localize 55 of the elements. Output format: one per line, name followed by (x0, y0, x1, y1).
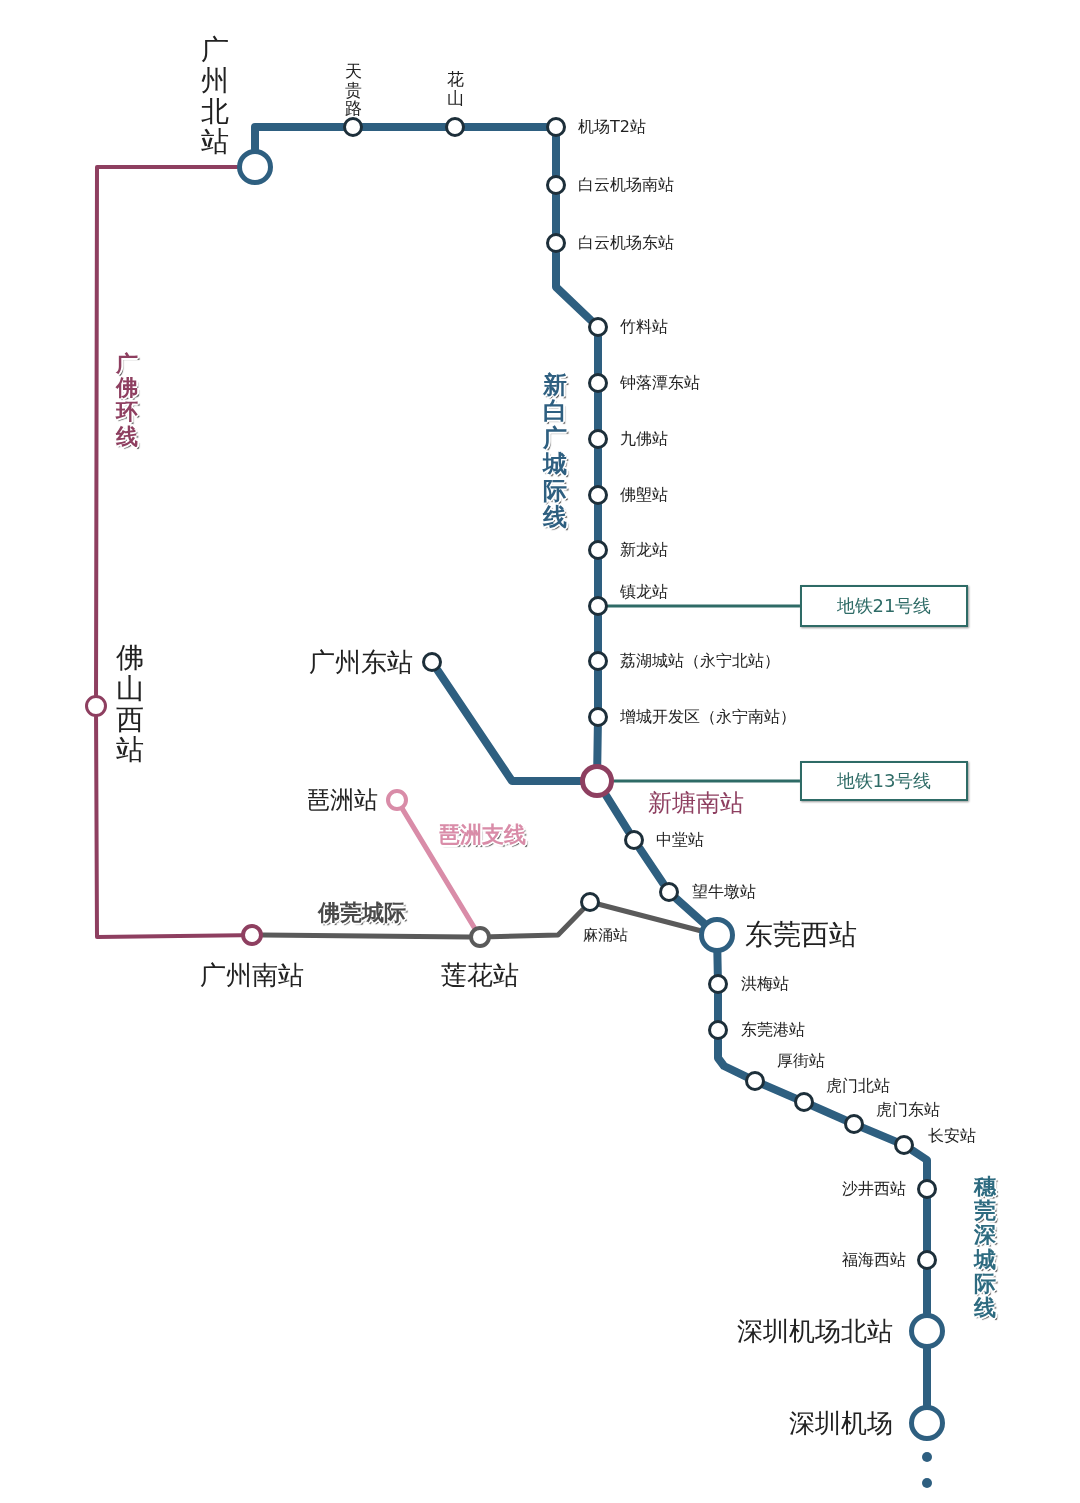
station-name: 白云机场东站 (578, 235, 674, 251)
line-name: 地铁21号线 (836, 594, 932, 618)
station-name: 新龙站 (620, 542, 668, 558)
station-name: 九佛站 (620, 431, 668, 447)
rail-line (94, 715, 243, 939)
station-name: 深圳机场北站 (737, 1318, 893, 1344)
rail-line (602, 791, 633, 836)
station-name: 虎门东站 (876, 1102, 940, 1118)
station-name: 花山 (446, 70, 464, 108)
station-name: 钟落潭东站 (620, 375, 700, 391)
rail-line (94, 165, 239, 697)
station-name: 白云机场南站 (578, 177, 674, 193)
station-name: 荔湖城站（永宁北站） (620, 653, 780, 669)
station-name: 佛山西站 (116, 643, 144, 767)
station-name: 广州南站 (200, 962, 304, 988)
line-name: 佛莞城际 (318, 899, 406, 927)
rail-line (809, 1102, 849, 1124)
station-name: 新塘南站 (648, 791, 744, 815)
station-name: 莲花站 (441, 962, 519, 988)
station-name: 福海西站 (842, 1252, 906, 1268)
station-name: 机场T2站 (578, 119, 646, 135)
station-name: 麻涌站 (583, 927, 628, 943)
station-name: 虎门北站 (826, 1078, 890, 1094)
station-name: 竹料站 (620, 319, 668, 335)
station-name: 广州北站 (201, 35, 229, 159)
station-name: 镇龙站 (620, 584, 668, 600)
station-name: 深圳机场 (789, 1410, 893, 1436)
line-name: 广佛环线 (116, 352, 138, 449)
station-name: 望牛墩站 (692, 884, 756, 900)
station-name: 增城开发区（永宁南站） (620, 709, 796, 725)
line-name-box (800, 761, 968, 801)
rail-line (635, 844, 668, 888)
line-name: 地铁13号线 (836, 769, 932, 793)
line-name-box (800, 585, 968, 627)
rail-line (859, 1123, 899, 1146)
transfer-line (612, 779, 802, 783)
station-name: 东莞港站 (741, 1022, 805, 1038)
station-name: 中堂站 (656, 832, 704, 848)
station-name: 东莞西站 (745, 921, 857, 949)
line-name: 琶洲支线 (438, 821, 526, 849)
transfer-line (606, 604, 802, 608)
station-name: 洪梅站 (741, 976, 789, 992)
rail-line (760, 1080, 799, 1103)
station-name: 长安站 (928, 1128, 976, 1144)
station-name: 佛塱站 (620, 487, 668, 503)
station-name: 琶洲站 (306, 788, 378, 812)
line-name: 新白广城际线 (543, 372, 567, 531)
station-name: 广州东站 (309, 649, 413, 675)
station-name: 沙井西站 (842, 1181, 906, 1197)
line-name: 穗莞深城际线 (974, 1175, 996, 1321)
station-name: 厚街站 (777, 1053, 825, 1069)
rail-line (597, 902, 703, 933)
rail-line (400, 806, 477, 931)
station-name: 天贵路 (344, 62, 362, 119)
rail-line (672, 894, 708, 927)
